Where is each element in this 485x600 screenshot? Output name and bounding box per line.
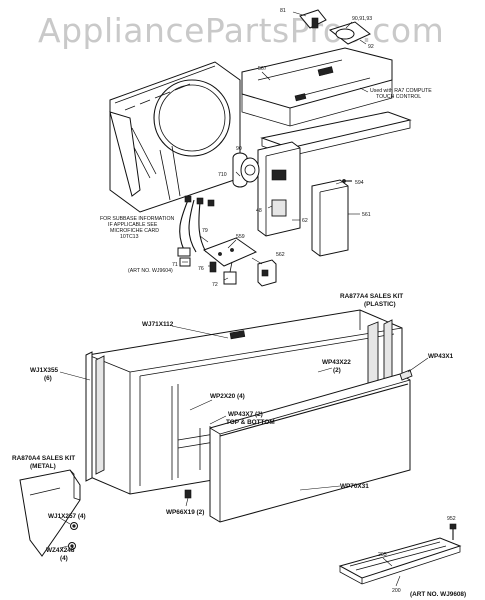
screws-small [68, 522, 78, 550]
label-wp43x7-line1: WP43X7 (2) [228, 411, 263, 418]
label-594: 594 [355, 180, 364, 186]
label-559: 559 [236, 234, 245, 240]
subbase-note-line2: IF APPLICABLE SEE [108, 222, 158, 228]
subbase-note-line3: MICROFICHE CARD [110, 228, 159, 234]
label-90-91-93: 90,91,93 [352, 16, 372, 22]
sales-kit-plastic-line1: RA877A4 SALES KIT [340, 293, 403, 300]
control-knob-assembly [299, 9, 371, 45]
control-board-559 [203, 237, 258, 267]
sales-kit-metal-line1: RA870A4 SALES KIT [12, 455, 75, 462]
watermark-text: AppliancePartsPros.com [38, 11, 444, 50]
label-wp43x22-qty: (2) [333, 367, 341, 374]
label-wp66x19: WP66X19 (2) [166, 509, 204, 516]
control-box-48 [240, 141, 301, 237]
drain-tray [338, 537, 462, 585]
part-labels: 81 90,91,93 92 567 Used with RA7 COMPUTE… [12, 8, 466, 598]
metal-sales-kit-bracket [19, 469, 81, 557]
sales-kit-metal-line2: (METAL) [30, 463, 56, 470]
label-205: 205 [378, 552, 387, 558]
label-72: 72 [212, 282, 218, 288]
subbase-note-line4: 10TC13 [120, 234, 139, 240]
wiring-harness-79 [177, 195, 215, 257]
label-561: 561 [362, 212, 371, 218]
label-562: 562 [276, 252, 285, 258]
screw-594 [342, 179, 352, 183]
label-62: 62 [302, 218, 308, 224]
screw-952 [449, 523, 457, 540]
label-wj1x355-qty: (6) [44, 375, 52, 382]
label-wz4x248-qty: (4) [60, 555, 68, 562]
control-chassis-567 [241, 47, 393, 127]
note-model-line1: Used with RA7 COMPUTE [370, 88, 432, 94]
label-wp70x31: WP70X31 [340, 483, 369, 490]
label-952: 952 [447, 516, 456, 522]
clip-wp66x19 [184, 489, 192, 499]
subbase-note-line1: FOR SUBBASE INFORMATION [100, 216, 175, 222]
label-567: 567 [258, 66, 267, 72]
label-48: 48 [256, 208, 262, 214]
side-trim-left [85, 351, 93, 482]
label-wp2x20: WP2X20 (4) [210, 393, 245, 400]
label-710: 710 [218, 172, 227, 178]
label-wz4x248: WZ4X248 [46, 547, 75, 554]
label-wj1x355: WJ1X355 [30, 367, 59, 374]
trim-strip-wp43x1 [399, 369, 413, 381]
label-wp43x7-line2: TOP & BOTTOM [226, 419, 275, 426]
label-90: 90 [236, 146, 242, 152]
leader-lines [59, 11, 429, 587]
label-92: 92 [368, 44, 374, 50]
label-wp43x1: WP43X1 [428, 353, 454, 360]
label-wj71x112: WJ71X112 [142, 321, 174, 328]
cover-panel-561 [311, 179, 349, 257]
fan-shroud-panel [109, 61, 241, 213]
label-79: 79 [202, 228, 208, 234]
label-81: 81 [280, 8, 286, 14]
sales-kit-plastic-line2: (PLASTIC) [364, 301, 396, 308]
label-71: 71 [172, 262, 178, 268]
label-200: 200 [392, 588, 401, 594]
label-wp43x22: WP43X22 [322, 359, 351, 366]
art-number-bottom: (ART NO. WJ9608) [410, 591, 466, 598]
note-model-line2: TOUCH CONTROL [376, 94, 421, 100]
label-wj1x257: WJ1X257 (4) [48, 513, 86, 520]
label-76: 76 [198, 266, 204, 272]
art-number-top: (ART NO. WJ9604) [128, 268, 173, 274]
